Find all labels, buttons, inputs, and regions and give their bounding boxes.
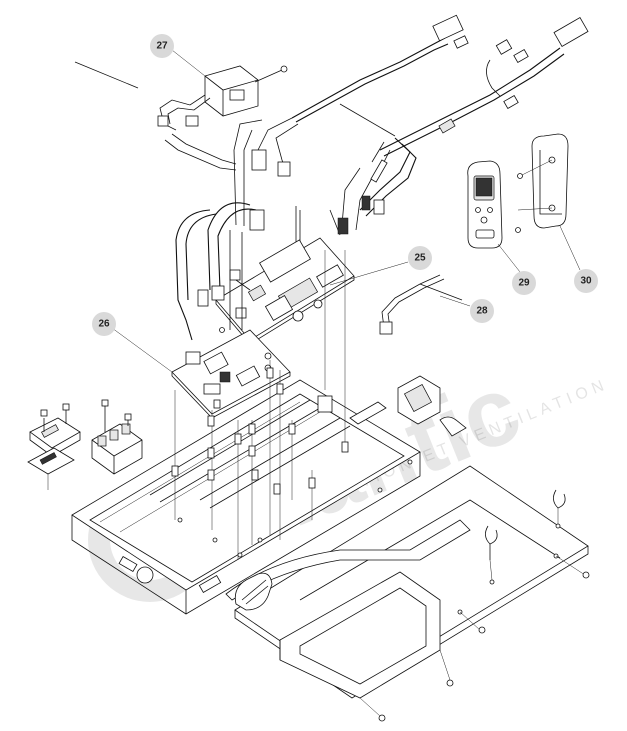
callout-label: 25 — [414, 253, 426, 264]
connector — [432, 14, 464, 42]
clip-brackets — [485, 489, 566, 585]
chassis-tray — [71, 250, 421, 615]
screw-icon — [280, 65, 288, 73]
screw-icon — [378, 714, 386, 722]
screw-icon — [515, 227, 521, 233]
screw-icon — [478, 626, 486, 634]
callout-28: 28 — [470, 299, 494, 323]
standoff-icons — [171, 367, 349, 495]
callout-label: 28 — [476, 306, 488, 317]
screw-icon — [101, 399, 109, 407]
gasket — [234, 572, 273, 611]
part-26-secondary-board — [171, 329, 291, 419]
cable-tie — [339, 103, 396, 137]
remote-button — [480, 216, 488, 224]
screw-icon — [446, 679, 454, 687]
screw-icon — [40, 409, 48, 417]
terminal-block — [91, 399, 143, 475]
part-28-sensor-probe — [379, 274, 463, 335]
cable-tie — [74, 61, 139, 89]
screw-icon — [582, 571, 590, 579]
connector-bracket — [27, 403, 81, 490]
callout-25: 25 — [408, 246, 432, 270]
screw-icon — [517, 173, 523, 179]
filter-frame — [397, 375, 467, 437]
remote-button — [487, 207, 493, 213]
wiring-harness — [74, 14, 589, 254]
remote-button — [475, 207, 481, 213]
screw-icon — [62, 403, 70, 411]
cable-loops — [175, 202, 265, 341]
callout-30: 30 — [574, 269, 598, 293]
callout-label: 30 — [580, 276, 592, 287]
screw-icon — [124, 413, 132, 421]
callout-27: 27 — [150, 34, 174, 58]
callout-label: 27 — [156, 41, 168, 52]
part-30-wall-holder — [515, 133, 569, 233]
part-27-transformer — [157, 65, 288, 171]
callout-label: 29 — [518, 278, 530, 289]
part-29-remote-control — [467, 160, 503, 249]
callout-label: 26 — [98, 319, 110, 330]
leader-lines — [111, 49, 581, 373]
part-25-main-board — [215, 237, 355, 359]
connector — [553, 17, 589, 47]
callout-29: 29 — [512, 271, 536, 295]
callout-26: 26 — [92, 312, 116, 336]
knob-icon — [136, 566, 154, 584]
